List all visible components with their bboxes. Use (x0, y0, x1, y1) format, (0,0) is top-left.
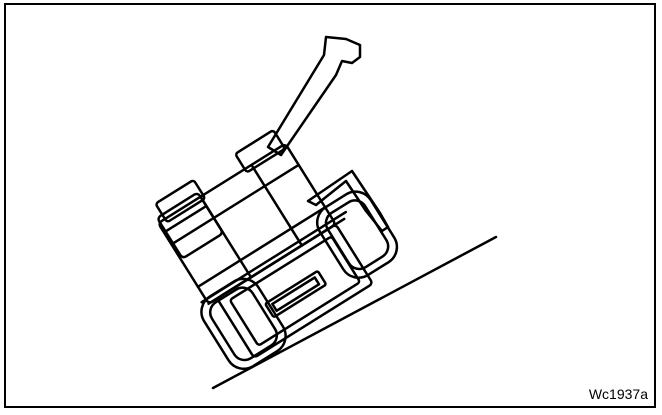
right-wheel (315, 190, 399, 279)
left-wheel (200, 277, 287, 371)
left-upper-block (157, 192, 223, 259)
figure-id-label: Wc1937a (588, 386, 648, 402)
side-fender (306, 169, 390, 233)
figure-frame: Wc1937a (4, 3, 656, 408)
tractor-body (155, 129, 373, 358)
front-plate (264, 270, 327, 318)
exhaust-stack (266, 35, 362, 157)
tractor-on-slope-illustration (155, 35, 498, 390)
